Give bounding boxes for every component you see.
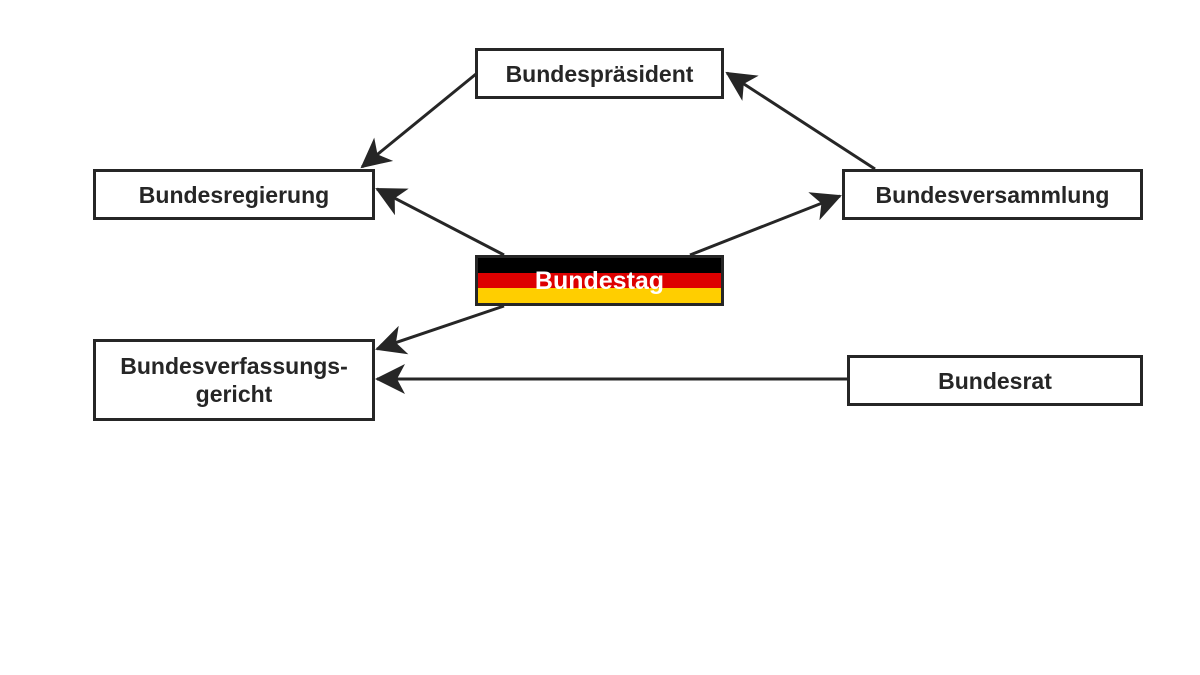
arrow-bundestag-to-regierung <box>375 187 505 257</box>
node-label: Bundestag <box>534 266 665 295</box>
node-bundesverfassungsgericht: Bundesverfassungs- gericht <box>93 339 375 421</box>
node-bundesregierung: Bundesregierung <box>93 169 375 220</box>
node-label: Bundespräsident <box>505 60 694 87</box>
node-bundespraesident: Bundespräsident <box>475 48 724 99</box>
node-label: Bundesrat <box>938 367 1052 394</box>
arrow-bundestag-to-versammlung <box>689 192 842 257</box>
node-label: Bundesversammlung <box>875 181 1110 208</box>
node-label-line1: Bundesverfassungs- <box>120 353 348 379</box>
node-bundestag: Bundestag <box>475 255 724 306</box>
node-label-line2: gericht <box>195 381 273 407</box>
node-bundesrat: Bundesrat <box>847 355 1143 406</box>
arrow-versammlung-to-praesident <box>725 71 876 171</box>
arrow-praesident-to-regierung <box>360 72 477 169</box>
node-label: Bundesregierung <box>138 181 330 208</box>
node-bundesversammlung: Bundesversammlung <box>842 169 1143 220</box>
arrow-bundestag-to-bvg <box>375 304 505 355</box>
